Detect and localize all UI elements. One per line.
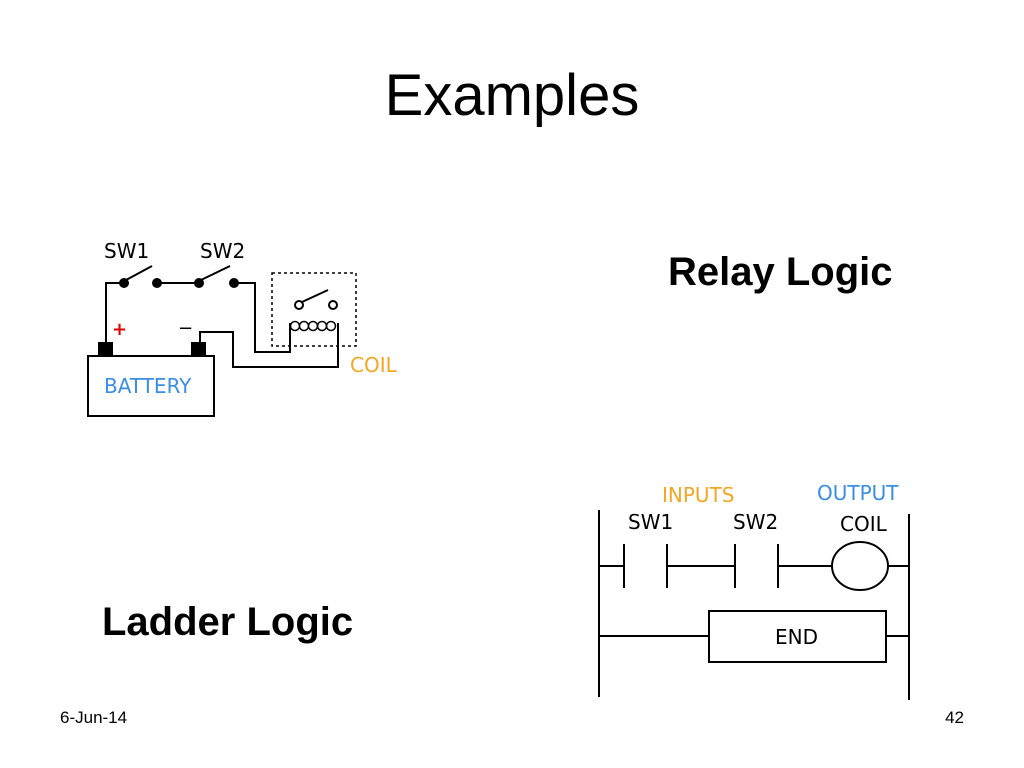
relay-top-wire	[105, 282, 122, 348]
ladder-coil-label: COIL	[840, 512, 888, 536]
ladder-sw2-label: SW2	[733, 510, 778, 534]
slide-title: Examples	[384, 63, 640, 128]
ladder-output-label: OUTPUT	[817, 481, 899, 505]
ladder-sw1-label: SW1	[628, 510, 673, 534]
ladder-end-label: END	[775, 625, 818, 649]
ladder-inputs-label: INPUTS	[662, 483, 734, 507]
relay-sw1-contact-right	[152, 278, 162, 288]
relay-internal-contact-left	[294, 300, 304, 310]
relay-internal-blade	[301, 289, 329, 303]
relay-return-wire	[199, 323, 339, 368]
ladder-logic-label: Ladder Logic	[102, 600, 354, 644]
relay-sw2-blade	[200, 265, 231, 281]
relay-diagram: SW1 SW2 +	[87, 239, 398, 417]
relay-sw1-contact-left	[119, 278, 129, 288]
footer-page-number: 42	[945, 708, 964, 727]
relay-dashed-box	[271, 272, 357, 347]
relay-logic-label: Relay Logic	[668, 250, 893, 294]
relay-wire-to-coil	[237, 282, 291, 353]
relay-sw2-contact-left	[194, 278, 204, 288]
relay-internal-contact-right	[328, 300, 338, 310]
relay-coil-label: COIL	[350, 353, 398, 377]
relay-sw2-label: SW2	[200, 239, 245, 263]
footer-date: 6-Jun-14	[60, 708, 128, 727]
ladder-diagram: INPUTS OUTPUT SW1 SW2 COIL END	[598, 481, 910, 700]
battery-minus-terminal	[191, 342, 206, 357]
ladder-coil-symbol	[831, 541, 889, 591]
relay-coil-winding	[289, 320, 337, 332]
relay-sw1-label: SW1	[104, 239, 149, 263]
battery-label: BATTERY	[104, 374, 192, 398]
battery-minus-sign: −	[178, 318, 193, 339]
battery-box	[87, 355, 215, 417]
battery-plus-sign: +	[112, 319, 127, 340]
relay-sw1-blade	[125, 265, 153, 281]
battery-plus-terminal	[98, 342, 113, 357]
relay-sw2-contact-right	[229, 278, 239, 288]
